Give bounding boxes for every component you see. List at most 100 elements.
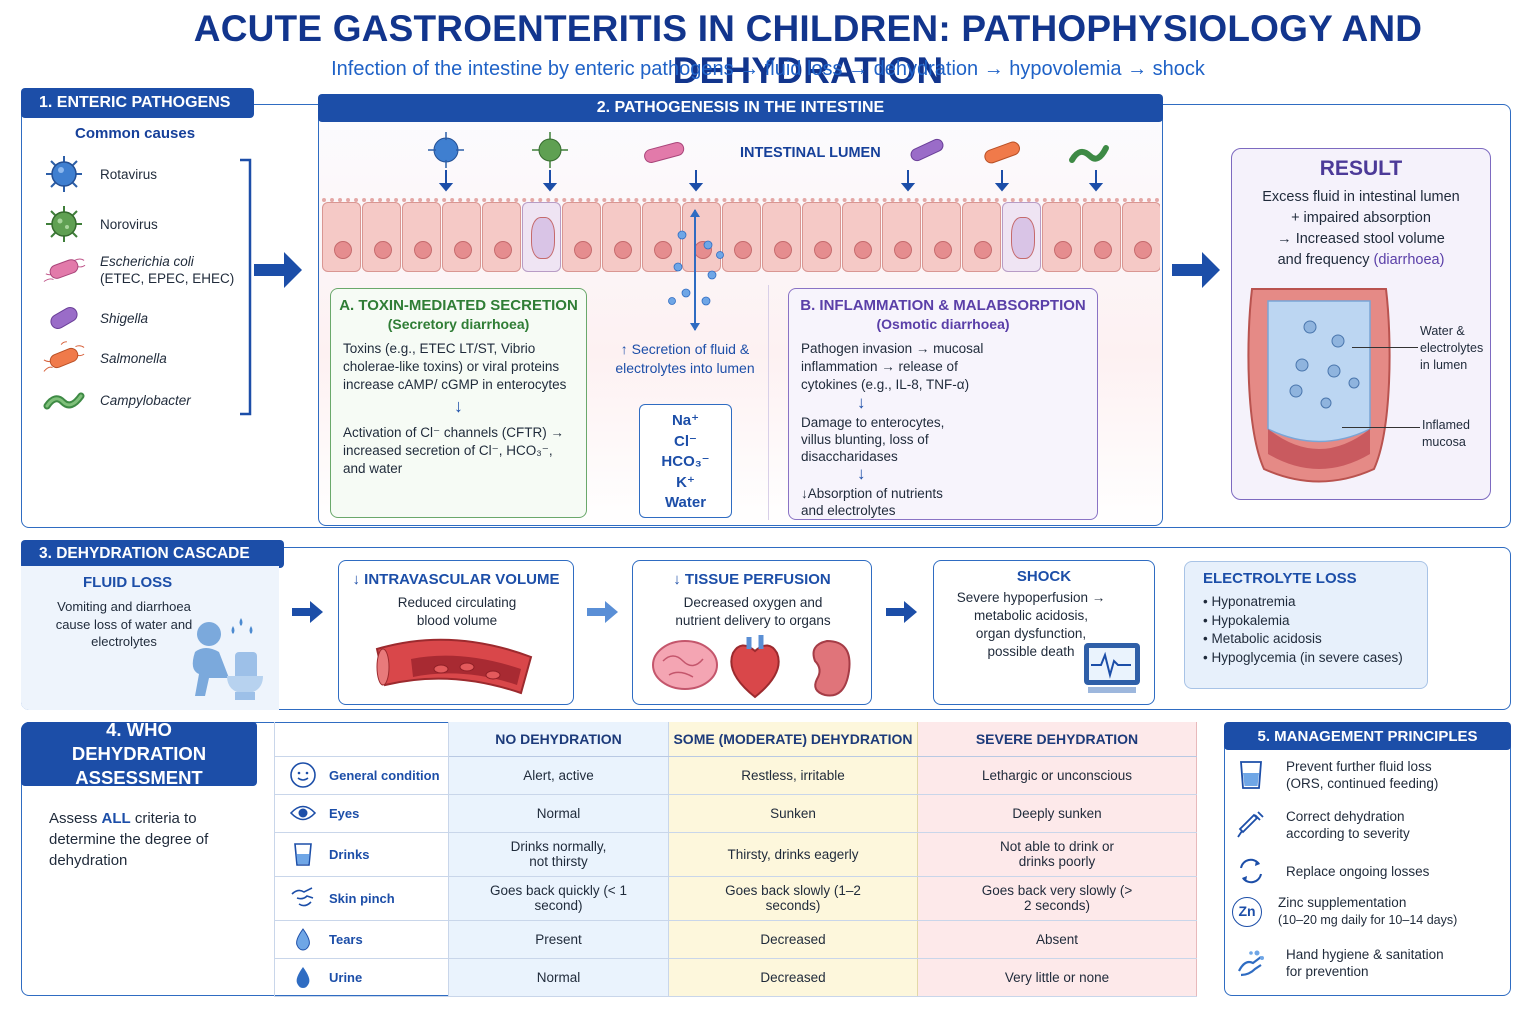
electrolyte-item: • Metabolic acidosis bbox=[1203, 631, 1322, 646]
shigella-icon bbox=[42, 300, 86, 336]
norovirus-icon bbox=[42, 206, 86, 242]
intravascular-volume-box: ↓ INTRAVASCULAR VOLUME Reduced circulati… bbox=[338, 560, 574, 705]
ion-chloride: Cl⁻ bbox=[674, 432, 697, 450]
eye-icon bbox=[289, 805, 317, 821]
campylobacter-icon bbox=[1069, 145, 1109, 163]
result-line3: → Increased stool volume bbox=[1277, 231, 1445, 247]
cascade-arrow-icon bbox=[587, 601, 618, 623]
lumen-pathogens bbox=[428, 132, 1109, 192]
result-line2: + impaired absorption bbox=[1291, 210, 1431, 226]
goblet-cell bbox=[1002, 202, 1041, 272]
intestine-cross-section bbox=[1247, 288, 1391, 483]
toxin-secretion-box: A. TOXIN-MEDIATED SECRETION (Secretory d… bbox=[330, 288, 587, 518]
norovirus-icon bbox=[532, 132, 568, 168]
ion-water: Water bbox=[664, 494, 707, 511]
who-assessment-table: NO DEHYDRATION SOME (MODERATE) DEHYDRATI… bbox=[274, 722, 1197, 997]
cycle-icon bbox=[1240, 858, 1262, 884]
lumen-label: INTESTINAL LUMEN bbox=[740, 145, 881, 161]
electrolyte-item: • Hypoglycemia (in severe cases) bbox=[1203, 649, 1403, 665]
col-some-dehydration: SOME (MODERATE) DEHYDRATION bbox=[668, 722, 918, 757]
leader-line bbox=[1342, 427, 1420, 428]
pathogen-sublabel: (ETEC, EPEC, EHEC) bbox=[100, 271, 235, 286]
col-severe-dehydration: SEVERE DEHYDRATION bbox=[917, 722, 1197, 757]
cascade-arrow-icon bbox=[886, 601, 917, 623]
col-no-dehydration: NO DEHYDRATION bbox=[448, 722, 669, 757]
table-row: Urine Normal Decreased Very little or no… bbox=[274, 958, 1197, 997]
pathogen-bracket bbox=[240, 158, 252, 416]
brain-icon bbox=[652, 640, 718, 690]
result-title: RESULT bbox=[1319, 157, 1403, 180]
flow-arrow-icon bbox=[1172, 252, 1220, 288]
result-line1: Excess fluid in intestinal lumen bbox=[1262, 189, 1460, 205]
pathogen-shigella: Shigella bbox=[42, 300, 148, 336]
boxB-title: B. INFLAMMATION & MALABSORPTION bbox=[800, 297, 1086, 314]
electrolyte-item: • Hypokalemia bbox=[1203, 612, 1290, 628]
heart-icon bbox=[730, 635, 780, 699]
water-electrolytes-label: Water & electrolytes in lumen bbox=[1420, 324, 1484, 372]
boxB-subtitle: (Osmotic diarrhoea) bbox=[876, 316, 1010, 332]
table-row: Eyes Normal Sunken Deeply sunken bbox=[274, 794, 1197, 833]
ion-sodium: Na⁺ bbox=[671, 412, 700, 429]
perfusion-title: ↓ TISSUE PERFUSION bbox=[673, 571, 831, 588]
pathogen-label: Shigella bbox=[100, 310, 149, 326]
assessment-intro: Assess ALL criteria to determine the deg… bbox=[49, 810, 209, 869]
pathogen-norovirus: Norovirus bbox=[42, 206, 158, 242]
campylobacter-icon bbox=[42, 382, 86, 418]
pathogen-ecoli: Escherichia coli (ETEC, EPEC, EHEC) bbox=[42, 252, 234, 288]
tissue-perfusion-box: ↓ TISSUE PERFUSION Decreased oxygen and … bbox=[632, 560, 872, 705]
management-item: Prevent further fluid loss(ORS, continue… bbox=[1232, 758, 1438, 792]
boxA-subtitle: (Secretory diarrhoea) bbox=[387, 316, 530, 332]
pathogen-label: Campylobacter bbox=[100, 392, 191, 408]
inflammation-box: B. INFLAMMATION & MALABSORPTION (Osmotic… bbox=[788, 288, 1098, 520]
divider bbox=[768, 285, 769, 520]
electrolyte-loss-box: ELECTROLYTE LOSS • Hyponatremia • Hypoka… bbox=[1184, 561, 1428, 689]
boxB-text3: ↓Absorption of nutrients and electrolyte… bbox=[801, 486, 943, 518]
vomiting-child-icon bbox=[192, 618, 263, 700]
ion-bicarbonate: HCO₃⁻ bbox=[661, 453, 710, 470]
salmonella-icon bbox=[984, 141, 1020, 164]
pathogen-label: Rotavirus bbox=[100, 166, 158, 182]
zinc-icon: Zn bbox=[1232, 896, 1262, 927]
cascade-arrow-icon bbox=[292, 601, 323, 623]
face-icon bbox=[290, 762, 316, 788]
organs-icon bbox=[652, 635, 851, 699]
boxB-text1: Pathogen invasion → mucosal inflammation… bbox=[801, 341, 984, 392]
table-row: General condition Alert, active Restless… bbox=[274, 756, 1197, 795]
management-item: Zn Zinc supplementation(10–20 mg daily f… bbox=[1232, 894, 1457, 929]
section3-tab: 3. DEHYDRATION CASCADE bbox=[21, 540, 284, 568]
boxA-text1: Toxins (e.g., ETEC LT/ST, Vibrio cholera… bbox=[343, 341, 567, 392]
shock-title: SHOCK bbox=[1016, 568, 1072, 585]
section1-tab: 1. ENTERIC PATHOGENS bbox=[21, 88, 254, 118]
ion-potassium: K⁺ bbox=[676, 473, 695, 491]
handwash-icon bbox=[1238, 950, 1264, 977]
flow-arrow-icon bbox=[254, 252, 302, 288]
ecoli-icon bbox=[42, 252, 86, 288]
blood-vessel-icon bbox=[375, 638, 533, 695]
boxA-title: A. TOXIN-MEDIATED SECRETION bbox=[339, 297, 578, 314]
rotavirus-icon bbox=[428, 132, 464, 168]
down-arrow-icon: ↓ bbox=[857, 393, 866, 412]
table-row: Tears Present Decreased Absent bbox=[274, 920, 1197, 959]
result-accent: (diarrhoea) bbox=[1373, 252, 1445, 268]
tear-drop-icon bbox=[296, 928, 310, 951]
pathogen-campylobacter: Campylobacter bbox=[42, 382, 191, 418]
rotavirus-icon bbox=[42, 156, 86, 192]
pathogen-label: Escherichia coli bbox=[100, 254, 194, 269]
table-row: Drinks Drinks normally, not thirsty Thir… bbox=[274, 832, 1197, 877]
fluid-loss-box: FLUID LOSS Vomiting and diarrhoea cause … bbox=[21, 566, 279, 710]
glass-icon bbox=[1240, 761, 1262, 789]
inflamed-mucosa-label: Inflamed mucosa bbox=[1422, 418, 1470, 449]
section2-tab: 2. PATHOGENESIS IN THE INTESTINE bbox=[318, 94, 1163, 122]
ecoli-icon bbox=[644, 141, 685, 163]
fluid-loss-title: FLUID LOSS bbox=[83, 574, 173, 591]
electrolyte-title: ELECTROLYTE LOSS bbox=[1203, 570, 1357, 587]
table-row: Skin pinch Goes back quickly (< 1 second… bbox=[274, 876, 1197, 921]
goblet-cell bbox=[522, 202, 561, 272]
page-title: ACUTE GASTROENTERITIS IN CHILDREN: PATHO… bbox=[193, 8, 1423, 91]
pathogen-label: Norovirus bbox=[100, 216, 158, 232]
pathogen-label: Salmonella bbox=[100, 350, 167, 366]
cup-icon bbox=[294, 843, 312, 866]
result-box: RESULT Excess fluid in intestinal lumen … bbox=[1231, 148, 1491, 500]
